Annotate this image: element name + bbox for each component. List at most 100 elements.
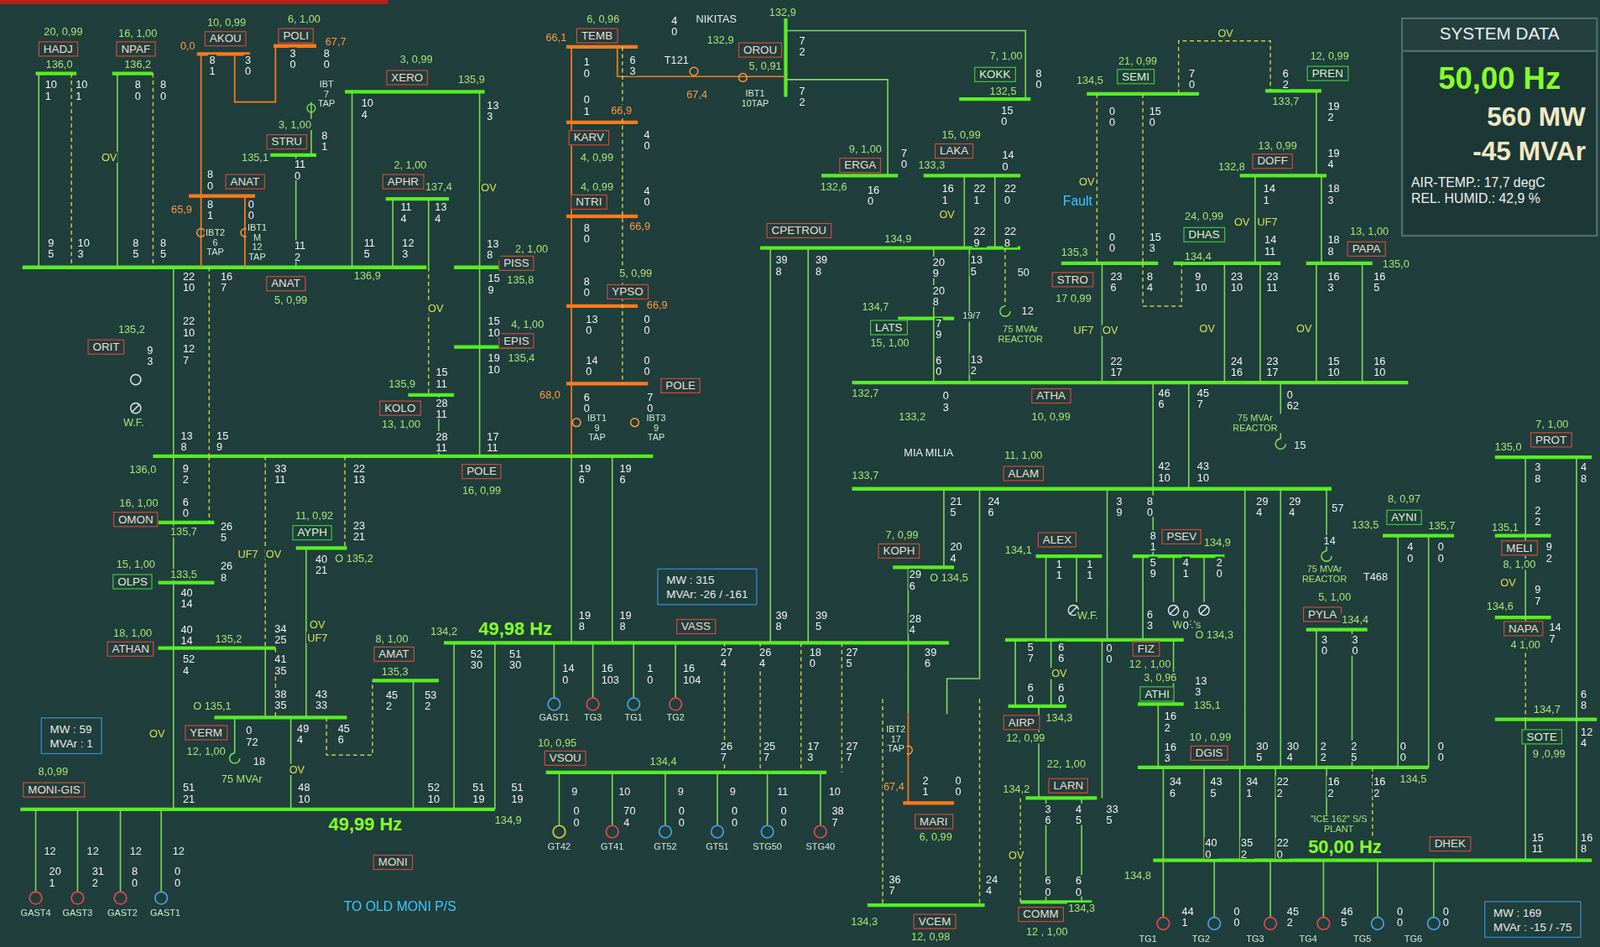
value-text: 57 [1330,502,1345,514]
station-value: O 135,1 [192,700,233,712]
flow-value: 25 7 [762,740,777,763]
station-name: AMAT [378,647,409,662]
generator-symbol [586,698,600,711]
symbol-name: GT52 [652,842,678,853]
flow-value: 31 2 [90,865,105,888]
station-name: HADJ [43,41,73,56]
station-value: 136,0 [128,463,157,475]
feeder-line [36,30,1577,918]
flow-value: 29 4 [1255,495,1270,518]
flow-value: 20 9 [932,256,947,279]
flow-value: 8 1 [208,54,217,77]
feeder-line [36,30,1577,918]
station-name: ALAM [1008,467,1039,481]
flow-value: 11 5 [362,237,376,260]
flow-value: 16 2 [1163,710,1178,733]
station-name: PISS [503,256,530,271]
station-name: ORIT [93,340,120,355]
station-value: 4 1,00 [1509,639,1542,651]
station-value: 24, 0,99 [1183,210,1225,222]
flow-value: 16 0 [866,184,881,207]
info-box: MW : 315MVAr: -26 / -161 [656,568,757,606]
value-text: 10 [828,786,843,798]
flow-value: 22 17 [1109,355,1124,378]
flow-value: 19 2 [1326,100,1341,123]
flow-value: 27 7 [844,740,860,763]
flow-value: 8 5 [131,237,141,260]
station-value: 10, 0,99 [1030,411,1072,423]
wind-farm-symbol [130,374,141,385]
station-value: 4, 1,00 [510,318,546,330]
generator-symbol [1317,917,1330,931]
station-box: KOLO [379,401,421,417]
station-name: AYPH [297,526,327,540]
flow-value: 0 0 [1232,906,1241,928]
wind-farm-symbol [130,403,141,414]
value-text: 12 [171,845,187,857]
flow-value: 26 5 [219,521,235,543]
busbar-66kv [188,46,954,804]
symbol-name: STG50 [751,842,783,853]
flow-value: 8 1 [206,198,215,221]
generator-symbol [711,825,725,839]
flow-value: 8 4 [1146,271,1155,293]
station-name: NPAF [120,41,151,56]
status-flag: OV [1295,323,1314,334]
flow-value: 52 30 [469,648,485,671]
flow-value: 9 2 [1544,541,1554,563]
panel-text: REL. HUMID.: 42,9 % [1402,191,1596,208]
station-value: 135,3 [380,666,409,678]
station-value: 133,2 [897,411,927,423]
station-value: 5, 0,99 [273,294,309,306]
flow-value: 11 4 [399,201,413,224]
flow-value: 23 6 [1109,271,1124,293]
flow-value: 19 6 [618,463,633,485]
symbol-name: IBT1 10TAP [740,88,770,109]
voltage-66kv: 0,0 [179,40,197,52]
flow-value: 12 4 [1579,726,1595,749]
flow-value: 30 4 [1286,740,1301,763]
flow-value: 29 6 [908,568,923,591]
flow-value: 52 10 [427,782,442,805]
transformer-symbol [307,104,316,113]
station-box: OLPS [112,573,153,589]
flow-value: 19 6 [578,463,593,485]
station-box: LARN [1047,778,1089,794]
station-value: 137,4 [424,181,454,193]
open-line [71,41,1526,906]
value-text: 10 [617,786,632,798]
reactor-symbol [229,306,1332,764]
flow-value: 0 0 [1437,541,1446,563]
station-value: W.F. [1076,609,1100,621]
info-box: MW : 59MVAr : 1 [41,717,103,755]
station-value: 134,4 [1183,250,1213,262]
flow-value: 14 0 [1000,149,1016,172]
wind-farm-symbol [1199,606,1209,615]
station-box: DOFF [1251,153,1293,169]
station-value: 15, 0,99 [940,129,982,141]
equipment-note: 75 MVAr REACTOR [1293,564,1356,584]
flow-value: 22 0 [1275,837,1290,860]
info-text: MVAr : -15 / -75 [1493,919,1572,934]
symbol-name: IBT2 17 TAP [885,725,907,756]
status-flag: UF7 [1256,217,1279,229]
flow-value: 18 0 [807,646,823,669]
station-name: LAKA [939,144,969,158]
flow-value: 15 10 [1326,355,1341,378]
transformer-line [201,46,909,804]
station-value: 132,6 [818,181,848,193]
flow-value: 39 8 [814,255,829,277]
station-name: APHR [387,175,419,189]
station-name: PYLA [1308,607,1337,621]
info-text: MVAr: -26 / -161 [666,587,748,602]
station-name: FIZ [1137,642,1155,657]
note-text: Fault [1062,193,1095,209]
station-name: ATHA [1036,389,1066,403]
flow-value: 33 11 [273,463,288,485]
flow-value: 6 3 [628,54,637,77]
station-box: MARI [914,813,954,829]
status-flag: OV [938,208,956,220]
station-name: MARI [919,814,948,829]
flow-value: 3 9 [1115,495,1124,518]
flow-value: 15 9 [486,272,501,295]
